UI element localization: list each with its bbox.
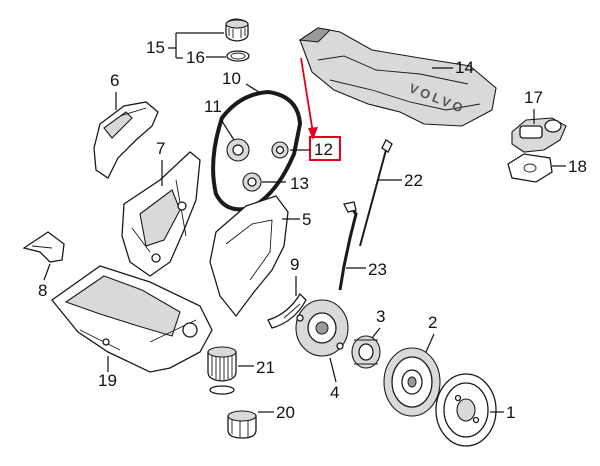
callout-10-leader: [245, 83, 263, 95]
callout-6: 6: [110, 71, 119, 90]
callout-12-highlight-box: [309, 136, 341, 161]
callout-5: 5: [302, 210, 311, 229]
vibration-damper[interactable]: [435, 373, 497, 447]
callout-7: 7: [156, 139, 165, 158]
oil-seal[interactable]: [267, 292, 307, 329]
callout-19: 19: [98, 371, 117, 390]
callout-10: 10: [222, 69, 241, 88]
callout-4: 4: [330, 383, 339, 402]
callout-2-leader: [425, 333, 435, 353]
callout-17: 17: [524, 88, 543, 107]
callout-16: 16: [186, 48, 205, 67]
callout-3-leader: [371, 327, 381, 339]
mounting-bracket[interactable]: [22, 231, 65, 263]
callout-9: 9: [290, 255, 299, 274]
filter-housing-cap[interactable]: [227, 410, 257, 439]
oil-pan[interactable]: [51, 265, 213, 373]
callout-3: 3: [376, 307, 385, 326]
belt-tensioner[interactable]: [226, 138, 250, 162]
callout-22: 22: [404, 171, 423, 190]
callout-8: 8: [38, 281, 47, 300]
callout-14: 14: [455, 58, 474, 77]
lower-timing-cover[interactable]: [209, 195, 289, 318]
idler-pulley[interactable]: [242, 172, 262, 192]
callout-15-bracket: [168, 32, 224, 58]
dipstick-tube[interactable]: [338, 201, 358, 291]
callout-18: 18: [568, 157, 587, 176]
crankshaft-pulley[interactable]: [383, 347, 441, 417]
callout-12: 12: [314, 140, 333, 159]
filler-cap-seal[interactable]: [226, 50, 250, 62]
callout-23: 23: [368, 260, 387, 279]
timing-belt[interactable]: [211, 89, 303, 212]
callout-20: 20: [276, 403, 295, 422]
oil-pump[interactable]: [295, 299, 349, 357]
sensor-bracket[interactable]: [507, 153, 553, 183]
callout-15: 15: [146, 38, 165, 57]
callout-11: 11: [204, 97, 222, 116]
sensor-assembly[interactable]: [511, 117, 567, 153]
engine-top-cover[interactable]: VOLVO: [298, 27, 497, 127]
belt-roller[interactable]: [271, 141, 289, 159]
callout-11-leader: [219, 117, 235, 141]
crankshaft-sprocket[interactable]: [351, 335, 381, 369]
callout-13: 13: [290, 174, 309, 193]
callout-4-leader: [329, 357, 337, 383]
highlight-arrowhead: [308, 127, 318, 140]
callout-8-leader: [43, 263, 51, 281]
inner-timing-cover[interactable]: [121, 151, 201, 277]
oil-dipstick[interactable]: [359, 139, 393, 247]
highlight-arrow: [300, 57, 314, 134]
oil-filler-cap[interactable]: [225, 18, 249, 42]
callout-1: 1: [506, 403, 515, 422]
callout-2: 2: [428, 313, 437, 332]
callout-21: 21: [256, 358, 275, 377]
upper-timing-cover[interactable]: [93, 101, 159, 179]
oil-filter[interactable]: [207, 346, 237, 395]
